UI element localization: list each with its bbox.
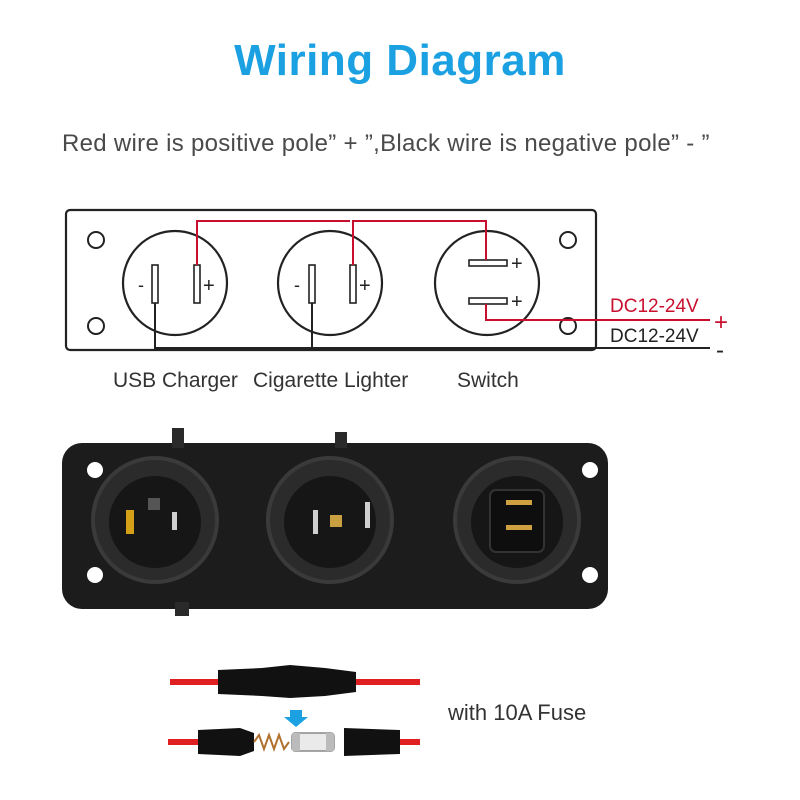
mount-hole xyxy=(87,317,105,335)
svg-text:+: + xyxy=(203,275,215,297)
svg-text:+: + xyxy=(511,291,523,313)
negative-sign: - xyxy=(716,337,724,364)
page-title: Wiring Diagram xyxy=(234,36,566,85)
wiring-diagram: - + - + + + DC12-24V + DC12-24V - xyxy=(64,208,728,364)
product-panel-photo xyxy=(62,428,608,616)
mount-hole xyxy=(559,317,577,335)
panel-outline xyxy=(64,208,598,352)
svg-text:+: + xyxy=(359,275,371,297)
fuse-illustration xyxy=(168,665,420,756)
mount-hole xyxy=(582,462,598,478)
positive-supply-label: DC12-24V xyxy=(610,296,699,317)
mount-hole xyxy=(87,567,103,583)
cigarette-lighter-socket xyxy=(276,229,384,337)
usb-charger-socket xyxy=(121,229,229,337)
mount-hole xyxy=(559,231,577,249)
positive-supply-wire xyxy=(485,304,710,321)
negative-supply-label: DC12-24V xyxy=(610,326,699,347)
svg-text:-: - xyxy=(294,275,300,295)
positive-wire xyxy=(196,220,350,265)
mount-hole xyxy=(582,567,598,583)
polarity-note: Red wire is positive pole” + ”,Black wir… xyxy=(62,130,710,157)
mount-hole xyxy=(87,462,103,478)
cigarette-lighter-label: Cigarette Lighter xyxy=(253,369,409,392)
fuse-caption: with 10A Fuse xyxy=(448,700,587,725)
usb-charger-label: USB Charger xyxy=(113,369,238,392)
arrow-down-icon xyxy=(284,710,308,727)
svg-text:+: + xyxy=(511,253,523,275)
negative-wire xyxy=(154,303,710,349)
svg-text:-: - xyxy=(138,275,144,295)
positive-sign: + xyxy=(714,309,728,336)
switch-label: Switch xyxy=(457,369,519,392)
mount-hole xyxy=(87,231,105,249)
